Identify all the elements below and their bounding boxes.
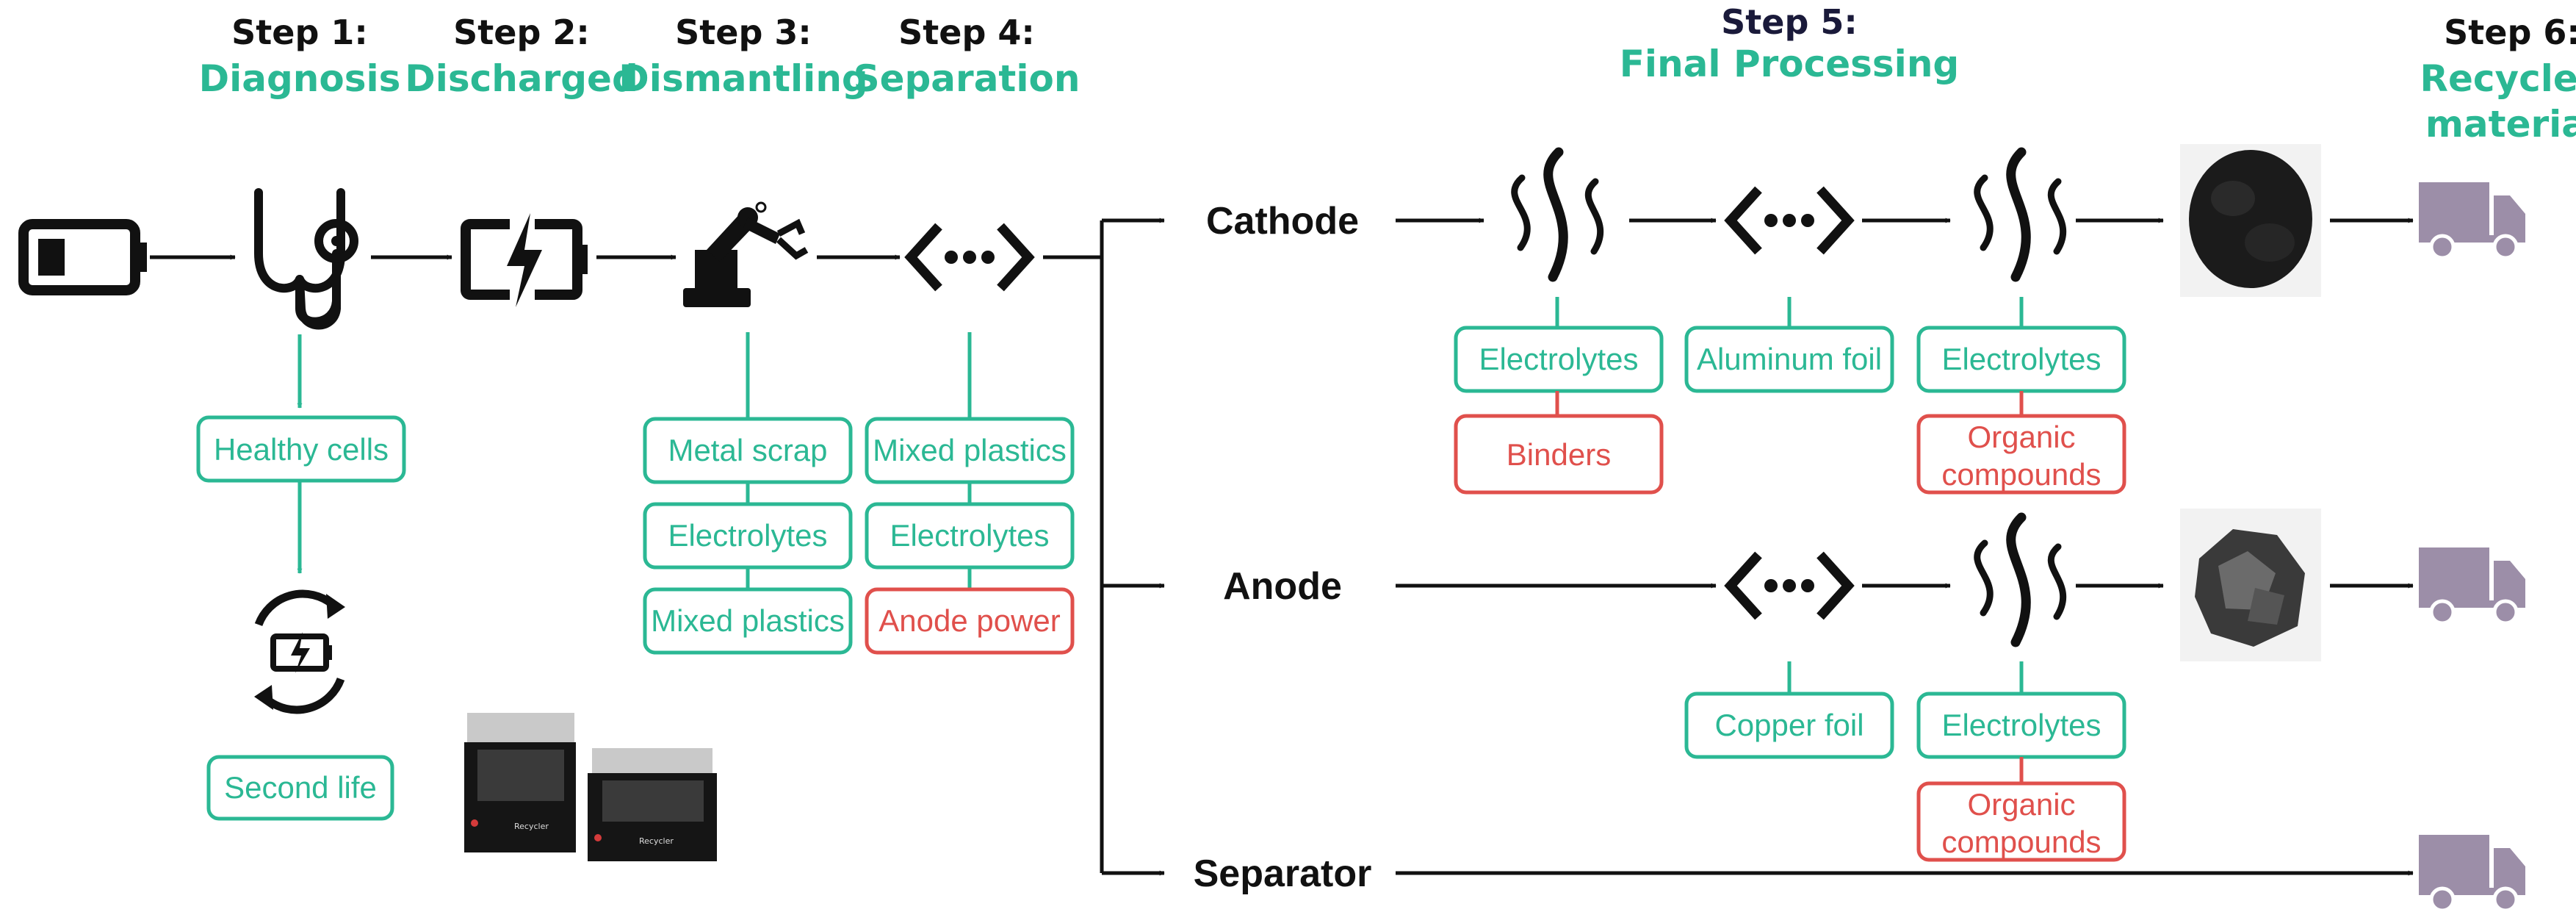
separation-icon — [1731, 190, 1848, 251]
aluminum-foil: Aluminum foil — [1697, 342, 1882, 376]
step4-anode-power: Anode power — [878, 603, 1061, 638]
cathode-organic-line-2: compounds — [1941, 457, 2101, 492]
step-4-title: Step 4: — [898, 12, 1035, 52]
cathode-electrolytes-2: Electrolytes — [1941, 342, 2101, 376]
cathode-organic-line-1: Organic — [1967, 420, 2075, 454]
stage-anode: Anode — [1223, 565, 1342, 608]
copper-foil: Copper foil — [1714, 708, 1864, 742]
step-3-title: Step 3: — [675, 12, 812, 52]
truck-icon — [2419, 547, 2525, 623]
heat-icon — [1977, 152, 2063, 277]
cathode-residues-1: Electrolytes Binders — [1454, 297, 1664, 495]
step-5-header: Step 5: Final Processing — [1620, 2, 1959, 85]
step-1-subtitle: Diagnosis — [199, 57, 401, 100]
step-1-title: Step 1: — [231, 12, 368, 52]
battery-icon — [18, 219, 147, 295]
cathode-binders: Binders — [1507, 437, 1611, 472]
step4-mixed-plastics: Mixed plastics — [873, 433, 1067, 467]
step3-electrolytes: Electrolytes — [668, 518, 827, 553]
healthy-cells-label: Healthy cells — [214, 432, 389, 467]
step-3-residues: Metal scrap Electrolytes Mixed plastics — [643, 332, 853, 655]
stage-cathode: Cathode — [1206, 200, 1359, 243]
truck-icon — [2419, 182, 2525, 258]
stage-separator: Separator — [1194, 852, 1372, 895]
step4-electrolytes: Electrolytes — [890, 518, 1049, 553]
step-2-title: Step 2: — [453, 12, 590, 52]
separation-icon — [1731, 555, 1848, 617]
black-mass-powder-image — [2180, 144, 2321, 297]
step-3-header: Step 3: Dismantling — [618, 12, 867, 100]
step-4-residues: Mixed plastics Electrolytes Anode power — [865, 332, 1075, 655]
heat-icon — [1977, 517, 2063, 642]
cathode-residues-3: Electrolytes Organic compounds — [1916, 297, 2126, 495]
anode-organic-line-2: compounds — [1941, 825, 2101, 859]
branch-connector — [1043, 218, 1165, 876]
box-second-life: Second life — [206, 755, 394, 821]
recycle-battery-icon — [254, 589, 345, 714]
graphite-powder-image — [2180, 509, 2321, 661]
second-life-label: Second life — [224, 770, 377, 805]
cathode-residues-2: Aluminum foil — [1684, 297, 1894, 393]
battery-rack-product-image: Recycler Recycler — [464, 713, 717, 861]
step-4-header: Step 4: Separation — [854, 12, 1080, 100]
step-6-subtitle-line-1: Recycled — [2420, 57, 2576, 100]
step-2-header: Step 2: Discharged — [405, 12, 638, 100]
step-2-subtitle: Discharged — [405, 57, 638, 100]
anode-organic-line-1: Organic — [1967, 787, 2075, 822]
step-6-title: Step 6: — [2444, 12, 2576, 52]
separation-icon — [911, 226, 1028, 288]
step-5-title: Step 5: — [1721, 2, 1858, 42]
product-brand-label-2: Recycler — [639, 836, 674, 846]
product-brand-label-1: Recycler — [514, 822, 549, 831]
anode-residues-2: Electrolytes Organic compounds — [1916, 661, 2126, 862]
step-6-header: Step 6: Recycled material — [2420, 12, 2576, 146]
heat-icon — [1515, 152, 1601, 277]
step3-metal-scrap: Metal scrap — [668, 433, 827, 467]
step3-mixed-plastics: Mixed plastics — [651, 603, 845, 638]
step-1-header: Step 1: Diagnosis — [199, 12, 401, 100]
cathode-electrolytes-1: Electrolytes — [1479, 342, 1638, 376]
robot-arm-icon — [683, 201, 809, 307]
box-healthy-cells: Healthy cells — [196, 415, 406, 483]
anode-electrolytes: Electrolytes — [1941, 708, 2101, 742]
step-3-subtitle: Dismantling — [618, 57, 867, 100]
truck-icon — [2419, 835, 2525, 911]
step-4-subtitle: Separation — [854, 57, 1080, 100]
anode-residues-1: Copper foil — [1684, 661, 1894, 759]
step-6-subtitle-line-2: material — [2425, 103, 2576, 146]
battery-charging-icon — [461, 213, 588, 307]
step-5-subtitle: Final Processing — [1620, 43, 1959, 85]
stethoscope-icon — [254, 188, 358, 330]
